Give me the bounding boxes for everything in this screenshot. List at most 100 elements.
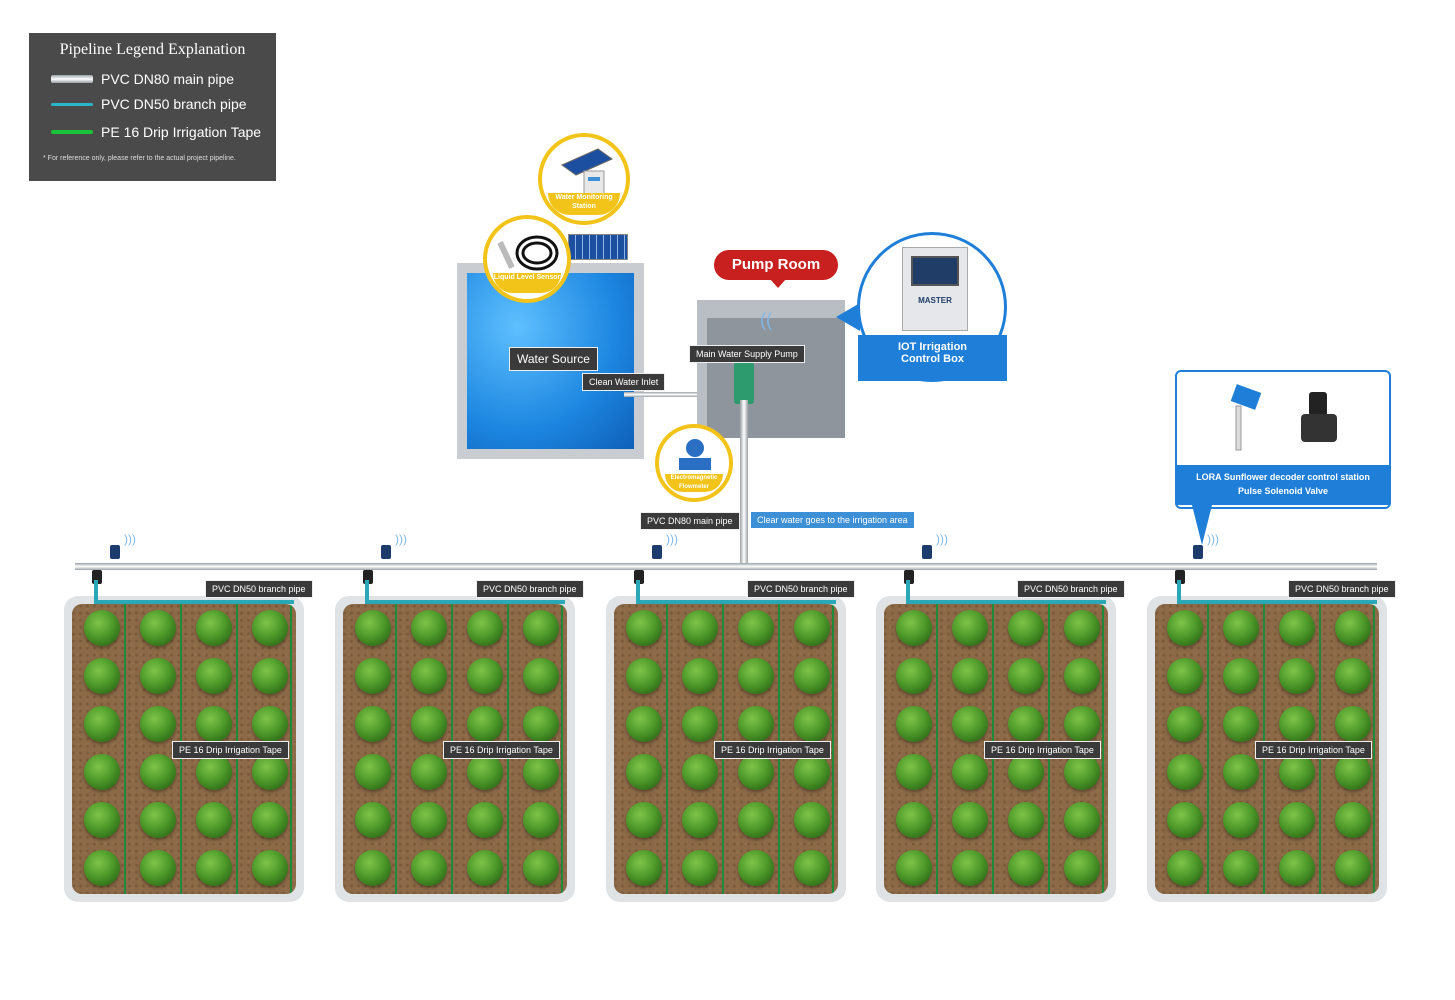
crop-plant xyxy=(467,802,503,838)
crop-plant xyxy=(252,706,288,742)
crop-plant xyxy=(411,802,447,838)
crop-plant xyxy=(467,610,503,646)
crop-plant xyxy=(1335,658,1371,694)
crop-plant xyxy=(1279,658,1315,694)
branch-pipe-riser xyxy=(1177,580,1181,602)
crop-plant xyxy=(1223,706,1259,742)
branch-pipe-swatch xyxy=(51,102,93,106)
control-screen xyxy=(911,256,959,286)
crop-plant xyxy=(467,658,503,694)
branch-pipe-label: PVC DN50 branch pipe xyxy=(476,580,584,598)
branch-pipe-riser xyxy=(636,580,640,602)
flowmeter-label: Electromagnetic Flowmeter xyxy=(665,474,723,492)
crop-plant xyxy=(952,850,988,886)
valve-sensor-icon xyxy=(922,545,932,559)
main-pipe-swatch xyxy=(51,75,93,83)
solenoid-valve-icon xyxy=(904,570,914,584)
valve-sensor-icon xyxy=(652,545,662,559)
crop-plant xyxy=(84,754,120,790)
clean-water-inlet-label: Clean Water Inlet xyxy=(582,373,666,391)
solenoid-valve-icon xyxy=(1175,570,1185,584)
crop-plant xyxy=(1223,802,1259,838)
crop-plant xyxy=(355,850,391,886)
crop-plant xyxy=(1279,706,1315,742)
iot-pointer xyxy=(836,303,860,331)
crop-plant xyxy=(1335,706,1371,742)
crop-plant xyxy=(952,754,988,790)
wireless-signal-icon: ))) xyxy=(936,532,948,546)
crop-plant xyxy=(1008,610,1044,646)
legend-label: PE 16 Drip Irrigation Tape xyxy=(101,124,262,140)
crop-plant xyxy=(252,658,288,694)
crop-plant xyxy=(738,658,774,694)
wireless-signal-icon: ))) xyxy=(1207,532,1219,546)
flowmeter-callout: Electromagnetic Flowmeter xyxy=(655,424,733,502)
main-pipe-label: PVC DN80 main pipe xyxy=(640,512,740,530)
crop-plant xyxy=(738,754,774,790)
crop-plant xyxy=(1064,610,1100,646)
crop-plant xyxy=(1335,754,1371,790)
drip-tape xyxy=(1373,604,1375,894)
crop-plant xyxy=(1335,850,1371,886)
crop-plant xyxy=(140,850,176,886)
crop-plant xyxy=(1008,850,1044,886)
crop-plant xyxy=(140,802,176,838)
crop-plant xyxy=(411,706,447,742)
crop-plant xyxy=(196,658,232,694)
liquid-level-label: Liquid Level Sensor xyxy=(493,273,561,293)
branch-pipe xyxy=(365,600,565,604)
crop-plant xyxy=(355,658,391,694)
branch-pipe-riser xyxy=(94,580,98,602)
crop-plant xyxy=(140,610,176,646)
crop-plant xyxy=(896,754,932,790)
crop-plant xyxy=(1008,658,1044,694)
crop-plant xyxy=(140,706,176,742)
crop-plant xyxy=(252,850,288,886)
drip-tape xyxy=(124,604,126,894)
crop-plant xyxy=(140,754,176,790)
crop-plant xyxy=(1167,850,1203,886)
crop-plant xyxy=(1223,610,1259,646)
crop-plant xyxy=(523,754,559,790)
crop-plant xyxy=(794,706,830,742)
legend-note: * For reference only, please refer to th… xyxy=(43,155,236,162)
crop-plant xyxy=(682,658,718,694)
crop-plant xyxy=(84,610,120,646)
flowmeter-icon xyxy=(679,439,711,470)
branch-pipe xyxy=(636,600,836,604)
crop-plant xyxy=(794,802,830,838)
crop-plant xyxy=(952,610,988,646)
crop-plant xyxy=(626,802,662,838)
drip-tape-swatch xyxy=(51,130,93,134)
banner-pointer xyxy=(770,279,786,288)
branch-pipe-label: PVC DN50 branch pipe xyxy=(1288,580,1396,598)
crop-plant xyxy=(411,658,447,694)
crop-plant xyxy=(1064,850,1100,886)
solar-panel xyxy=(568,234,628,260)
crop-plant xyxy=(738,610,774,646)
pump-room xyxy=(697,300,845,438)
crop-plant xyxy=(1279,610,1315,646)
crop-plant xyxy=(682,706,718,742)
main-pipe-vertical xyxy=(740,400,748,566)
crop-plant xyxy=(626,658,662,694)
drip-tape xyxy=(290,604,292,894)
branch-pipe-riser xyxy=(365,580,369,602)
crop-plant xyxy=(896,802,932,838)
drip-tape-label: PE 16 Drip Irrigation Tape xyxy=(443,741,560,759)
crop-plant xyxy=(896,658,932,694)
branch-pipe xyxy=(906,600,1106,604)
crop-plant xyxy=(896,706,932,742)
drip-tape xyxy=(1207,604,1209,894)
crop-plant xyxy=(794,754,830,790)
wifi-signal-icon: (( xyxy=(760,310,772,330)
crop-plant xyxy=(626,706,662,742)
crop-plant xyxy=(252,754,288,790)
wireless-signal-icon: ))) xyxy=(666,532,678,546)
crop-plant xyxy=(738,850,774,886)
crop-plant xyxy=(1064,658,1100,694)
wireless-signal-icon: ))) xyxy=(124,532,136,546)
crop-plant xyxy=(952,706,988,742)
crop-plant xyxy=(411,850,447,886)
crop-plant xyxy=(1008,802,1044,838)
